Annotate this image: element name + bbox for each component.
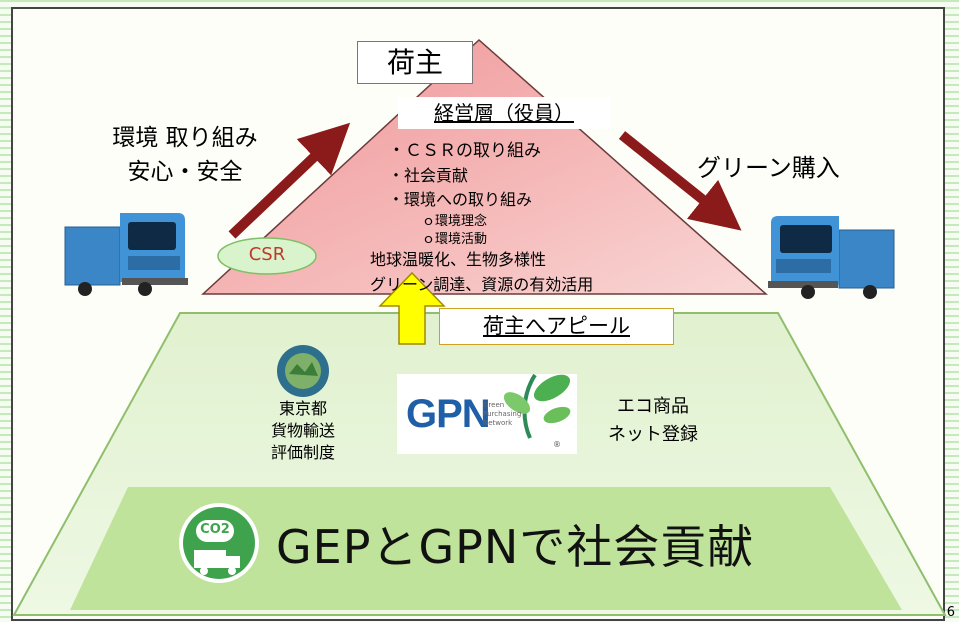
gpn-logo-text: GPN xyxy=(406,392,491,436)
list-item: 地球温暖化、生物多様性 xyxy=(370,250,547,269)
gpn-logo-sub1: Green xyxy=(483,401,505,409)
tokyo-line2: 貨物輸送 xyxy=(270,421,335,440)
appeal-label: 荷主へアピール xyxy=(483,314,630,338)
list-item: ・ＣＳＲの取り組み xyxy=(388,141,541,161)
list-item: ・環境への取り組み xyxy=(388,190,533,209)
appeal-box: 荷主へアピール xyxy=(439,308,674,345)
gpn-logo-sub3: Network xyxy=(483,419,513,427)
list-item: グリーン調達、資源の有効活用 xyxy=(370,275,594,294)
left-caption-line2: 安心・安全 xyxy=(127,159,243,185)
page-number: 6 xyxy=(946,605,955,620)
gpn-logo-mark: ® xyxy=(553,440,561,449)
list-item: ｏ環境活動 xyxy=(422,232,488,247)
eco-caption: エコ商品 ネット登録 xyxy=(588,393,718,449)
list-item: ｏ環境理念 xyxy=(422,214,488,229)
csr-badge xyxy=(217,237,317,275)
co2-logo-icon xyxy=(179,503,259,583)
truck-left-icon xyxy=(64,213,188,296)
left-arrow xyxy=(228,122,351,239)
gpn-logo xyxy=(397,373,577,454)
tokyo-line1: 東京都 xyxy=(278,399,327,418)
tokyo-line3: 評価制度 xyxy=(270,443,335,462)
title-box: 荷主 xyxy=(357,41,473,84)
gpn-logo-sub2: Purchasing xyxy=(483,410,522,418)
tokyo-caption: 東京都 貨物輸送 評価制度 xyxy=(248,398,358,464)
co2-logo-text: CO2 xyxy=(200,522,230,537)
truck-right-icon xyxy=(768,216,895,299)
right-arrow xyxy=(618,131,742,231)
management-label: 経営層（役員） xyxy=(434,101,574,125)
csr-badge-label: CSR xyxy=(248,244,286,265)
eco-line1: エコ商品 xyxy=(617,396,689,417)
left-caption-line1: 環境 取り組み xyxy=(112,125,258,151)
eco-line2: ネット登録 xyxy=(608,424,698,445)
pyramid-title: 荷主 xyxy=(386,46,443,79)
banner-title: GEPとGPNで社会貢献 xyxy=(276,520,755,574)
tokyo-logo-icon xyxy=(277,345,329,397)
appeal-arrow xyxy=(378,271,446,345)
management-box: 経営層（役員） xyxy=(398,97,610,129)
left-caption: 環境 取り組み 安心・安全 xyxy=(70,121,300,189)
banner-band xyxy=(70,487,902,610)
right-caption: グリーン購入 xyxy=(697,154,840,182)
list-item: ・社会貢献 xyxy=(388,166,469,185)
